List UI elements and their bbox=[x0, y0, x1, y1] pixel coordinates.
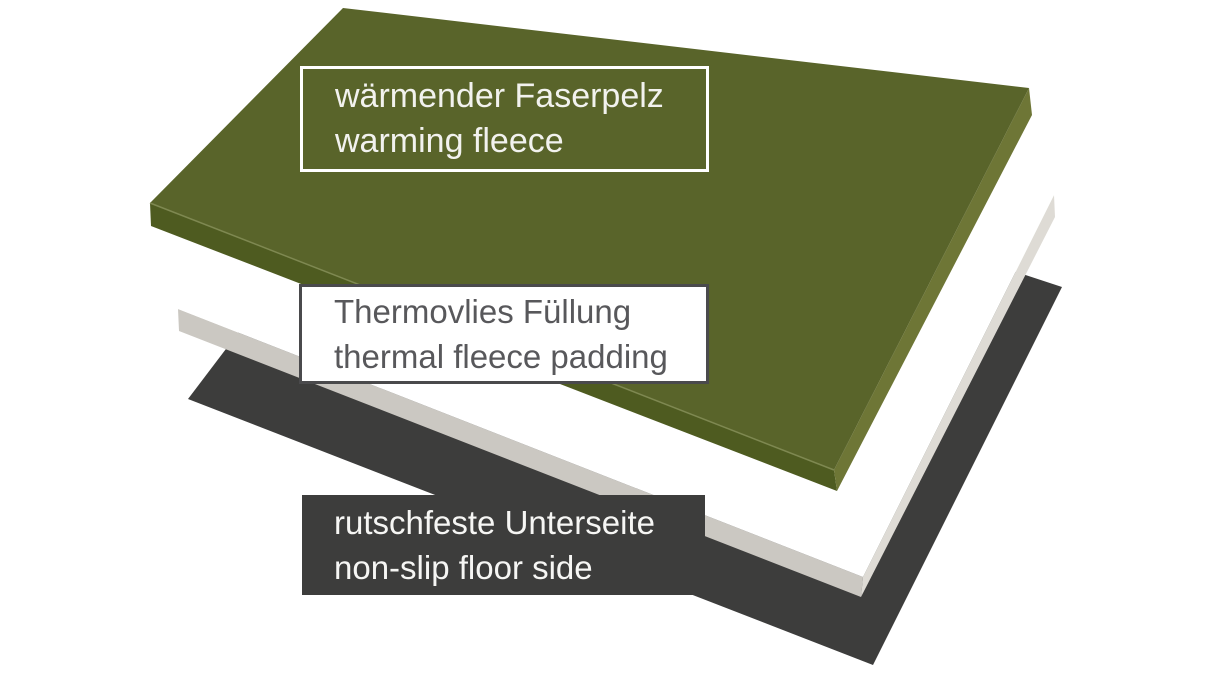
non-slip-label-en: non-slip floor side bbox=[334, 549, 593, 586]
warming-fleece-label-en: warming fleece bbox=[335, 122, 564, 160]
thermal-padding-label-de: Thermovlies Füllung bbox=[334, 293, 632, 330]
warming-fleece-label-de: wärmender Faserpelz bbox=[335, 77, 664, 115]
top-layer-right-edge bbox=[834, 88, 1032, 491]
non-slip-label-de: rutschfeste Unterseite bbox=[334, 504, 655, 541]
thermal-padding-label-en: thermal fleece padding bbox=[334, 338, 668, 375]
thermal-padding-label: Thermovlies Füllung thermal fleece paddi… bbox=[299, 284, 709, 384]
warming-fleece-label: wärmender Faserpelz warming fleece bbox=[300, 66, 709, 172]
middle-layer-right-edge bbox=[861, 195, 1055, 597]
top-layer-face bbox=[150, 8, 1029, 470]
non-slip-label: rutschfeste Unterseite non-slip floor si… bbox=[302, 495, 705, 595]
